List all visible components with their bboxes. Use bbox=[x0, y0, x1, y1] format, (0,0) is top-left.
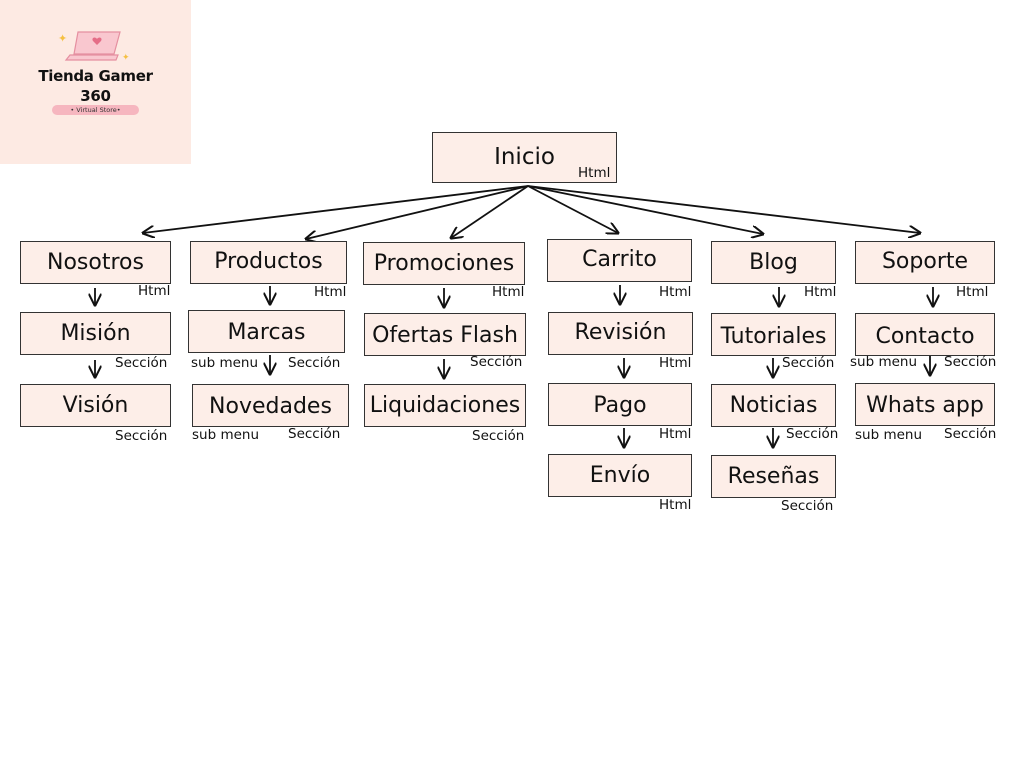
tag-resenas: Sección bbox=[781, 498, 834, 514]
node-noticias-label: Noticias bbox=[729, 393, 818, 418]
node-noticias: Noticias bbox=[711, 384, 836, 427]
tag-productos: Html bbox=[314, 284, 347, 300]
tag-soporte: Html bbox=[956, 284, 989, 300]
tag-tutoriales: Sección bbox=[782, 355, 835, 371]
tag-contacto: Sección bbox=[944, 354, 997, 370]
svg-text:✦: ✦ bbox=[58, 32, 67, 45]
logo-title-line1: Tienda Gamer bbox=[38, 67, 153, 85]
node-inicio-label: Inicio bbox=[494, 144, 555, 170]
node-soporte-label: Soporte bbox=[881, 249, 969, 274]
node-contacto-label: Contacto bbox=[875, 324, 975, 349]
arrow-inicio-soporte bbox=[527, 185, 920, 233]
submenu-contacto: sub menu bbox=[850, 354, 918, 370]
node-carrito-label: Carrito bbox=[582, 247, 657, 272]
node-inicio: Inicio bbox=[432, 132, 617, 183]
tag-carrito: Html bbox=[659, 284, 692, 300]
node-vision: Visión bbox=[20, 384, 171, 427]
node-promociones: Promociones bbox=[363, 242, 525, 285]
tag-novedades: Sección bbox=[288, 426, 341, 442]
node-revision: Revisión bbox=[548, 312, 693, 355]
node-tutoriales: Tutoriales bbox=[711, 313, 836, 356]
node-productos-label: Productos bbox=[214, 249, 323, 274]
arrow-inicio-blog bbox=[527, 185, 763, 234]
tag-inicio: Html bbox=[578, 165, 611, 181]
node-contacto: Contacto bbox=[855, 313, 995, 356]
tag-promociones: Html bbox=[492, 284, 525, 300]
arrow-inicio-nosotros bbox=[143, 185, 529, 233]
tag-vision: Sección bbox=[115, 428, 168, 444]
node-revision-label: Revisión bbox=[574, 320, 667, 345]
node-pago-label: Pago bbox=[593, 393, 647, 418]
node-liquidaciones-label: Liquidaciones bbox=[369, 393, 521, 418]
submenu-marcas: sub menu bbox=[191, 355, 259, 371]
node-mision-label: Misión bbox=[60, 321, 131, 346]
tag-noticias: Sección bbox=[786, 426, 839, 442]
logo-title-line2: 360 bbox=[80, 87, 111, 105]
node-resenas: Reseñas bbox=[711, 455, 836, 498]
store-logo: ✦ ✦ Tienda Gamer 360 • Virtual Store• bbox=[0, 0, 191, 164]
tag-ofertas-flash: Sección bbox=[470, 354, 523, 370]
tag-pago: Html bbox=[659, 426, 692, 442]
tag-blog: Html bbox=[804, 284, 837, 300]
node-whatsapp-label: Whats app bbox=[866, 393, 984, 418]
node-carrito: Carrito bbox=[547, 239, 692, 282]
node-marcas: Marcas bbox=[188, 310, 345, 353]
node-envio-label: Envío bbox=[589, 463, 651, 488]
arrow-inicio-promociones bbox=[451, 185, 529, 238]
node-resenas-label: Reseñas bbox=[727, 464, 820, 489]
tag-nosotros: Html bbox=[138, 283, 171, 299]
node-marcas-label: Marcas bbox=[227, 320, 306, 345]
node-whatsapp: Whats app bbox=[855, 383, 995, 426]
logo-tagline: • Virtual Store• bbox=[52, 105, 139, 115]
svg-text:✦: ✦ bbox=[122, 53, 130, 63]
tag-envio: Html bbox=[659, 497, 692, 513]
node-soporte: Soporte bbox=[855, 241, 995, 284]
node-productos: Productos bbox=[190, 241, 347, 284]
node-vision-label: Visión bbox=[62, 393, 129, 418]
tag-whatsapp: Sección bbox=[944, 426, 997, 442]
laptop-heart-icon: ✦ ✦ bbox=[58, 31, 130, 63]
node-nosotros: Nosotros bbox=[20, 241, 171, 284]
tag-liquidaciones: Sección bbox=[472, 428, 525, 444]
arrow-inicio-productos bbox=[306, 185, 529, 239]
node-novedades: Novedades bbox=[192, 384, 349, 427]
arrow-inicio-carrito bbox=[527, 185, 618, 233]
node-ofertas-flash: Ofertas Flash bbox=[364, 313, 526, 356]
node-blog-label: Blog bbox=[749, 250, 798, 275]
node-pago: Pago bbox=[548, 383, 692, 426]
node-nosotros-label: Nosotros bbox=[47, 250, 144, 275]
tag-mision: Sección bbox=[115, 355, 168, 371]
tag-revision: Html bbox=[659, 355, 692, 371]
tag-marcas: Sección bbox=[288, 355, 341, 371]
node-blog: Blog bbox=[711, 241, 836, 284]
node-promociones-label: Promociones bbox=[373, 251, 515, 276]
node-ofertas-flash-label: Ofertas Flash bbox=[372, 323, 518, 348]
node-novedades-label: Novedades bbox=[209, 394, 332, 419]
node-mision: Misión bbox=[20, 312, 171, 355]
node-liquidaciones: Liquidaciones bbox=[364, 384, 526, 427]
submenu-whatsapp: sub menu bbox=[855, 427, 923, 443]
submenu-novedades: sub menu bbox=[192, 427, 260, 443]
node-envio: Envío bbox=[548, 454, 692, 497]
node-tutoriales-label: Tutoriales bbox=[720, 324, 827, 349]
